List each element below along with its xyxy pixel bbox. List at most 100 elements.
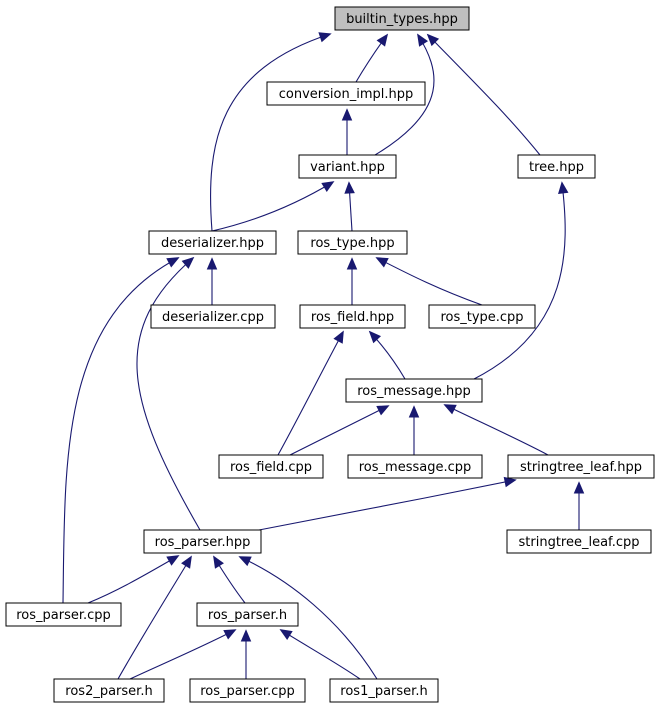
edge-arrowhead xyxy=(558,181,569,195)
edge-variant-to-builtin_types xyxy=(374,33,435,156)
edge-line xyxy=(239,556,378,680)
node-box[interactable] xyxy=(196,602,299,627)
edge-line xyxy=(210,33,331,232)
node-box[interactable] xyxy=(517,154,596,179)
node-ros-parser-cpp2[interactable]: ros_parser.cpp xyxy=(189,678,306,703)
node-ros-parser-h[interactable]: ros_parser.h xyxy=(196,602,299,627)
edge-stringtree_leaf_hpp-to-ros_message_hpp xyxy=(443,404,549,456)
node-ros-type-hpp[interactable]: ros_type.hpp xyxy=(297,230,408,255)
node-label: ros_message.hpp xyxy=(357,384,471,399)
node-label: ros1_parser.h xyxy=(340,684,427,699)
node-label: stringtree_leaf.cpp xyxy=(519,535,640,550)
edge-ros_message_hpp-to-ros_field_hpp xyxy=(368,330,406,380)
edge-arrowhead xyxy=(166,257,180,268)
node-variant[interactable]: variant.hpp xyxy=(298,154,397,179)
node-box[interactable] xyxy=(299,304,406,329)
edge-line xyxy=(277,331,344,456)
node-tree[interactable]: tree.hpp xyxy=(517,154,596,179)
edge-ros_parser_cpp-to-ros_parser_hpp xyxy=(87,555,180,604)
node-ros-parser-hpp[interactable]: ros_parser.hpp xyxy=(143,529,262,554)
node-box[interactable] xyxy=(329,678,439,703)
edge-line xyxy=(129,629,236,680)
node-box[interactable] xyxy=(345,378,483,403)
edge-ros_parser_hpp-to-stringtree_leaf_hpp xyxy=(258,476,517,531)
edge-conversion_impl-to-builtin_types xyxy=(355,33,389,83)
edge-ros_message_hpp-to-tree xyxy=(473,181,569,380)
edge-arrowhead xyxy=(333,330,344,344)
edge-arrowhead xyxy=(408,405,420,418)
node-ros-type-cpp[interactable]: ros_type.cpp xyxy=(428,304,536,329)
edge-arrowhead xyxy=(240,629,252,642)
edge-line xyxy=(87,555,179,604)
edge-arrowhead xyxy=(368,330,382,344)
edge-ros1_parser_h-to-ros_parser_h xyxy=(279,629,361,680)
edge-line xyxy=(444,404,549,456)
node-label: tree.hpp xyxy=(529,160,584,175)
edge-line xyxy=(473,182,566,380)
node-box[interactable] xyxy=(148,230,277,255)
nodes-layer: builtin_types.hpp conversion_impl.hppvari… xyxy=(5,6,655,703)
node-box[interactable] xyxy=(266,81,426,106)
edge-arrowhead xyxy=(426,33,440,47)
node-builtin-types[interactable]: builtin_types.hpp xyxy=(334,6,470,31)
node-box[interactable] xyxy=(334,6,470,31)
edge-arrowhead xyxy=(375,257,389,268)
node-conversion-impl[interactable]: conversion_impl.hpp xyxy=(266,81,426,106)
edge-arrowhead xyxy=(376,405,390,416)
edge-arrowhead xyxy=(181,555,192,569)
edge-variant-to-conversion_impl xyxy=(341,108,353,155)
node-ros-field-hpp[interactable]: ros_field.hpp xyxy=(299,304,406,329)
edge-arrowhead xyxy=(417,33,429,47)
node-box[interactable] xyxy=(143,529,262,554)
node-box[interactable] xyxy=(150,304,276,329)
edge-arrowhead xyxy=(279,629,293,641)
edge-ros_parser_cpp2-to-ros_parser_h xyxy=(240,629,252,679)
node-ros2-parser-h[interactable]: ros2_parser.h xyxy=(53,678,165,703)
node-box[interactable] xyxy=(189,678,306,703)
node-box[interactable] xyxy=(297,230,408,255)
node-label: builtin_types.hpp xyxy=(346,12,458,27)
node-box[interactable] xyxy=(5,602,122,627)
node-ros-message-hpp[interactable]: ros_message.hpp xyxy=(345,378,483,403)
edge-ros_field_cpp-to-ros_message_hpp xyxy=(289,405,390,456)
node-deserializer-hpp[interactable]: deserializer.hpp xyxy=(148,230,277,255)
node-stringtree-leaf-cpp[interactable]: stringtree_leaf.cpp xyxy=(506,529,652,554)
node-ros-message-cpp[interactable]: ros_message.cpp xyxy=(347,454,483,479)
edge-line xyxy=(280,629,361,680)
edge-line xyxy=(376,257,483,306)
node-label: ros_field.cpp xyxy=(230,460,312,475)
edge-ros_type_hpp-to-variant xyxy=(344,181,355,232)
node-box[interactable] xyxy=(218,454,324,479)
node-label: ros_type.hpp xyxy=(310,236,394,251)
edge-arrowhead xyxy=(223,629,237,640)
node-label: deserializer.cpp xyxy=(162,310,264,325)
edge-ros2_parser_h-to-ros_parser_hpp xyxy=(117,555,192,680)
node-box[interactable] xyxy=(347,454,483,479)
node-box[interactable] xyxy=(507,454,655,479)
node-box[interactable] xyxy=(298,154,397,179)
node-box[interactable] xyxy=(428,304,536,329)
node-ros-field-cpp[interactable]: ros_field.cpp xyxy=(218,454,324,479)
edge-arrowhead xyxy=(503,476,517,488)
edge-line xyxy=(117,556,192,680)
edge-arrowhead xyxy=(341,108,353,121)
edge-ros1_parser_h-to-ros_parser_hpp xyxy=(238,556,378,680)
node-label: ros_parser.h xyxy=(208,608,287,623)
node-ros1-parser-h[interactable]: ros1_parser.h xyxy=(329,678,439,703)
edge-ros_parser_h-to-ros_parser_hpp xyxy=(213,555,246,604)
node-box[interactable] xyxy=(53,678,165,703)
edge-ros_parser_cpp-to-deserializer_hpp xyxy=(62,257,180,604)
edge-line xyxy=(211,181,334,232)
node-stringtree-leaf-hpp[interactable]: stringtree_leaf.hpp xyxy=(507,454,655,479)
edge-arrowhead xyxy=(238,556,252,567)
node-box[interactable] xyxy=(506,529,652,554)
edge-arrowhead xyxy=(443,404,457,415)
edge-arrowhead xyxy=(346,257,358,270)
node-label: stringtree_leaf.hpp xyxy=(520,460,642,475)
edge-arrowhead xyxy=(321,181,335,192)
edge-line xyxy=(374,34,435,156)
node-deserializer-cpp[interactable]: deserializer.cpp xyxy=(150,304,276,329)
node-ros-parser-cpp[interactable]: ros_parser.cpp xyxy=(5,602,122,627)
node-label: ros_parser.cpp xyxy=(16,608,111,623)
